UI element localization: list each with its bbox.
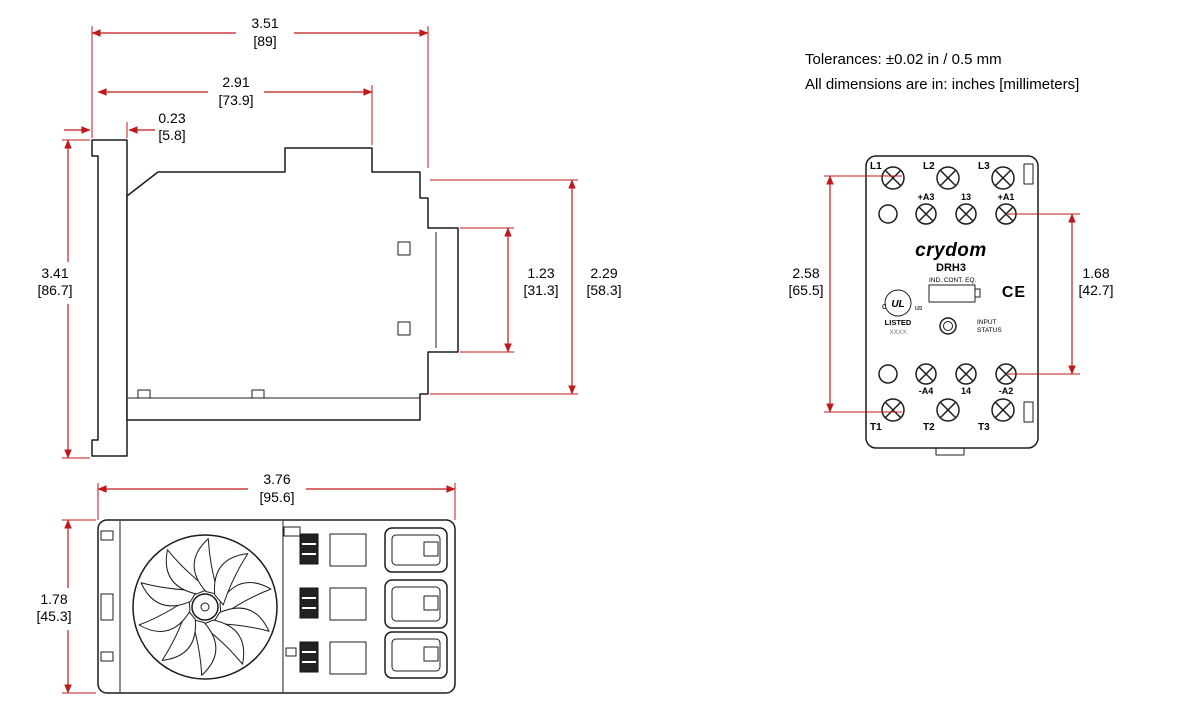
input-status-label-2: STATUS [977, 327, 1002, 334]
ul-c: c [882, 301, 887, 311]
dim-width-bottom-mm: [45.3] [36, 608, 71, 624]
dim-width-bottom: 1.78 [45.3] [36, 519, 96, 694]
dim-body-width: 2.91 [73.9] [97, 74, 373, 145]
dim-width-bottom-in: 1.78 [40, 591, 67, 607]
label-T2: T2 [923, 422, 935, 433]
mounting-hole-upper [878, 204, 898, 224]
dim-front-depth-in: 2.29 [590, 265, 617, 281]
label-14: 14 [961, 386, 971, 396]
ce-mark: CE [1002, 284, 1026, 301]
side-view [91, 139, 459, 457]
screw-terminal-L1 [881, 166, 905, 190]
dim-overall-width-mm: [89] [253, 33, 276, 49]
screw-terminal-minusA4 [915, 363, 937, 385]
mounting-hole-lower [878, 364, 898, 384]
latch-bottom [285, 647, 297, 657]
ul-listed: LISTED [885, 318, 912, 327]
label-minusA2: -A2 [999, 386, 1014, 396]
connector-slot-upper [397, 241, 411, 256]
dim-body-width-in: 2.91 [222, 74, 249, 90]
bottom-tab [935, 447, 965, 456]
dim-overall-width-in: 3.51 [251, 15, 278, 31]
input-status-led [939, 317, 957, 335]
label-13: 13 [961, 192, 971, 202]
dim-overall-width: 3.51 [89] [91, 15, 429, 168]
dim-terminal-span-lr-in: 2.58 [792, 265, 819, 281]
ul-file: XXXX [889, 329, 907, 336]
housing-profile [126, 147, 459, 421]
front-view: L1 L2 L3 +A3 13 +A1 crydom DRH3 IND. CON… [865, 155, 1039, 456]
screw-terminal-L2 [936, 166, 960, 190]
dim-flange-in: 0.23 [158, 110, 185, 126]
dim-terminal-span-a-mm: [42.7] [1078, 282, 1113, 298]
dim-connector-height: 1.23 [31.3] [460, 227, 559, 353]
model-number: DRH3 [936, 262, 966, 274]
dim-front-depth-mm: [58.3] [586, 282, 621, 298]
label-T1: T1 [870, 422, 882, 433]
screw-terminal-T2 [936, 398, 960, 422]
latch-top [283, 526, 301, 537]
rail-clip-mid [100, 593, 114, 621]
brand-logo: crydom [915, 240, 987, 261]
slot-top-right [1023, 163, 1034, 185]
foot-left [137, 389, 151, 399]
terminal-row-2 [299, 579, 448, 629]
screw-terminal-13 [955, 203, 977, 225]
rail-clip-top [100, 530, 114, 541]
slot-bottom-right [1023, 401, 1034, 423]
din-back-plate [91, 139, 128, 457]
label-L3: L3 [978, 161, 990, 172]
rail-clip-bottom [100, 651, 114, 662]
dim-overall-height-in: 3.41 [41, 265, 68, 281]
dim-connector-height-in: 1.23 [527, 265, 554, 281]
dim-body-width-mm: [73.9] [218, 92, 253, 108]
dim-terminal-span-lr: 2.58 [65.5] [788, 175, 902, 413]
dim-terminal-span-lr-mm: [65.5] [788, 282, 823, 298]
screw-terminal-14 [955, 363, 977, 385]
foot-right [251, 389, 265, 399]
label-L2: L2 [923, 161, 935, 172]
fan [132, 534, 278, 680]
screw-terminal-T3 [991, 398, 1015, 422]
label-minusA4: -A4 [919, 386, 934, 396]
note-tolerances: Tolerances: ±0.02 in / 0.5 mm [805, 51, 1002, 68]
ul-logo: UL [891, 299, 904, 310]
terminal-row-1 [299, 527, 448, 573]
dim-depth-in: 3.76 [263, 471, 290, 487]
dim-overall-height: 3.41 [86.7] [37, 139, 90, 459]
screw-terminal-L3 [991, 166, 1015, 190]
dim-terminal-span-a: 1.68 [42.7] [1008, 213, 1114, 375]
ul-mark: c UL us LISTED XXXX [882, 289, 923, 336]
dim-depth-mm: [95.6] [259, 489, 294, 505]
label-T3: T3 [978, 422, 990, 433]
dim-flange: 0.23 [5.8] [64, 110, 186, 143]
dim-front-depth: 2.29 [58.3] [430, 179, 622, 395]
label-plusA1: +A1 [998, 192, 1015, 202]
label-L1: L1 [870, 161, 882, 172]
ul-us: us [915, 305, 923, 312]
label-plusA3: +A3 [918, 192, 935, 202]
input-status-label-1: INPUT [977, 319, 997, 326]
connector-slot-lower [397, 321, 411, 336]
dim-terminal-span-a-in: 1.68 [1082, 265, 1109, 281]
terminal-row-3 [299, 631, 448, 679]
dim-overall-height-mm: [86.7] [37, 282, 72, 298]
screw-terminal-plusA3 [915, 203, 937, 225]
dim-connector-height-mm: [31.3] [523, 282, 558, 298]
notes: Tolerances: ±0.02 in / 0.5 mm All dimens… [805, 51, 1079, 93]
dim-depth: 3.76 [95.6] [97, 471, 456, 520]
dim-flange-mm: [5.8] [158, 127, 185, 143]
approval-text: IND. CONT. EQ. [929, 277, 977, 284]
bottom-view [97, 519, 456, 694]
label-window-tab [974, 288, 981, 298]
screw-terminal-T1 [881, 398, 905, 422]
note-units: All dimensions are in: inches [millimete… [805, 76, 1079, 93]
